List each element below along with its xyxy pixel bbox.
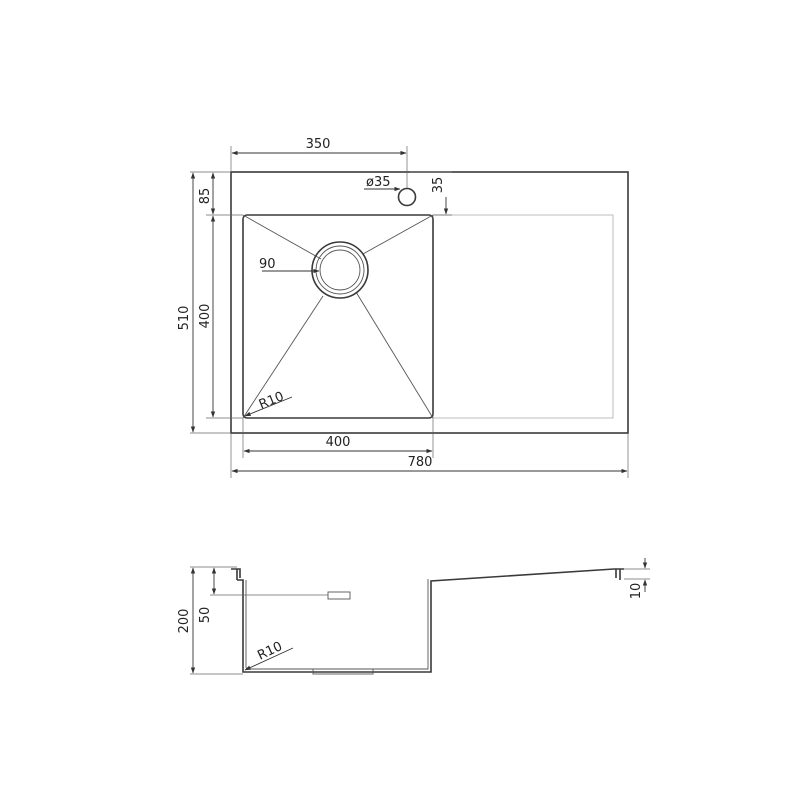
- sink-outline: [230, 171, 629, 434]
- dim-drain-label: 90: [259, 257, 276, 272]
- dim-hole-edge-label: 35: [431, 177, 446, 194]
- dim-line-radius: [244, 396, 293, 417]
- overflow-slot: [327, 591, 351, 600]
- tap-hole: [397, 187, 417, 207]
- dim-total-height-label: 200: [177, 609, 192, 634]
- dim-thickness-label: 10: [629, 583, 644, 600]
- dim-total-width-label: 780: [408, 455, 433, 470]
- bowl-outline: [242, 214, 434, 419]
- dim-bowl-width-label: 400: [326, 435, 351, 450]
- top-view: 350 ø35 35 85 510 400 90 R10 400: [177, 137, 629, 478]
- dim-radius-label: R10: [257, 389, 286, 412]
- dim-side-radius-label: R10: [255, 639, 285, 663]
- dim-depth-overall-label: 510: [177, 306, 192, 331]
- dim-hole-diameter-label: ø35: [366, 175, 391, 190]
- sink-profile: [231, 568, 624, 673]
- dim-hole-offset-label: 350: [306, 137, 331, 152]
- drain-outlet: [311, 241, 369, 299]
- drainboard-outline: [432, 214, 614, 419]
- dim-rim-label: 85: [198, 188, 213, 205]
- bowl-fold-lines: [242, 214, 434, 419]
- drain-pipe: [312, 668, 374, 675]
- dim-bowl-height-label: 400: [198, 304, 213, 329]
- dim-line-side-radius: [244, 647, 294, 671]
- dim-overflow-label: 50: [198, 607, 213, 624]
- side-view: 200 50 R10 10: [177, 558, 650, 675]
